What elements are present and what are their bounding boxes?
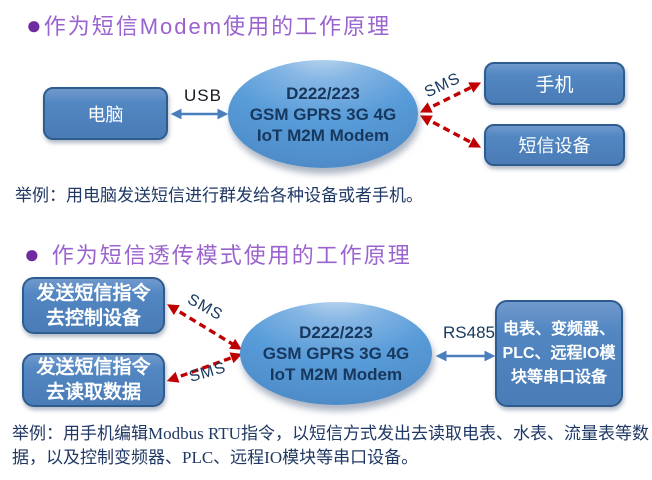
sms-device-node-label: 短信设备: [518, 136, 591, 156]
section1-title: ● 作为短信Modem使用的工作原理: [26, 9, 391, 41]
modem-model-line: D222/223: [286, 83, 360, 103]
section2-caption: 举例：用手机编辑Modbus RTU指令，以短信方式发出去读取电表、水表、流量表…: [12, 424, 649, 467]
computer-node-label: 电脑: [87, 104, 124, 125]
computer-node: 电脑: [43, 87, 168, 140]
sms-device-node: 短信设备: [484, 124, 625, 166]
sms-control-command-node: 发送短信指令 去控制设备: [22, 277, 165, 334]
usb-connection-label: USB: [184, 86, 222, 105]
bullet-icon: ●: [26, 10, 42, 40]
section2-title-text: 作为短信透传模式使用的工作原理: [51, 243, 412, 268]
phone-node: 手机: [484, 62, 625, 105]
modem-type-line: IoT M2M Modem: [269, 365, 403, 384]
sms-connection-label-read: SMS: [187, 359, 229, 386]
modem-network-line: GSM GPRS 3G 4G: [262, 344, 410, 363]
section1-caption: 举例：用电脑发送短信进行群发给各种设备或者手机。: [15, 186, 423, 205]
sms-arrow-to-sms-device: [419, 115, 482, 148]
section1-title-text: 作为短信Modem使用的工作原理: [43, 14, 392, 39]
serial-node-line2: PLC、远程IO模: [502, 344, 616, 362]
read-node-line1: 发送短信指令: [36, 357, 151, 378]
serial-node-line3: 块等串口设备: [510, 368, 607, 386]
rs485-connection-label: RS485: [443, 323, 495, 342]
sms-connection-label-control: SMS: [184, 290, 226, 325]
sms-connection-label-top: SMS: [421, 69, 464, 102]
modem-model-line: D222/223: [299, 323, 373, 342]
bullet-icon: ●: [24, 239, 40, 269]
modem-node-top: D222/223 GSM GPRS 3G 4G IoT M2M Modem: [228, 60, 418, 168]
modem-type-line: IoT M2M Modem: [256, 125, 390, 145]
sms-read-command-node: 发送短信指令 去读取数据: [22, 353, 165, 407]
modem-node-bottom: D222/223 GSM GPRS 3G 4G IoT M2M Modem: [240, 302, 432, 405]
serial-devices-node: 电表、变频器、 PLC、远程IO模 块等串口设备: [495, 300, 623, 407]
modem-network-line: GSM GPRS 3G 4G: [249, 104, 397, 124]
control-node-line1: 发送短信指令: [36, 282, 151, 304]
phone-node-label: 手机: [535, 75, 574, 96]
control-node-line2: 去控制设备: [45, 307, 141, 329]
read-node-line2: 去读取数据: [45, 382, 141, 403]
section2-title: ● 作为短信透传模式使用的工作原理: [24, 238, 412, 270]
serial-node-line1: 电表、变频器、: [502, 320, 615, 338]
